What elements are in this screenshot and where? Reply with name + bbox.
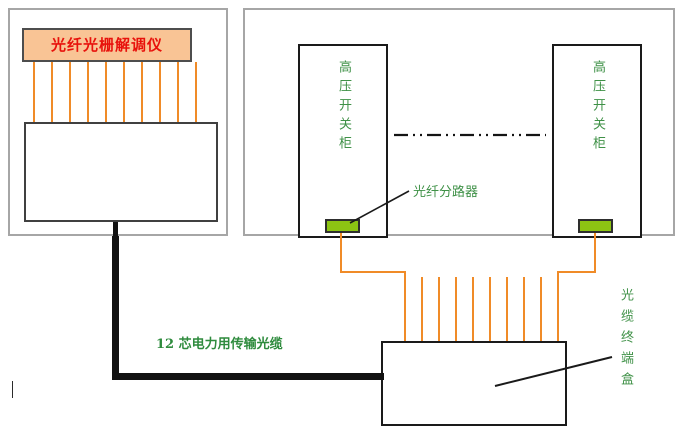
splitter-left-entry <box>404 271 406 343</box>
fiber-strand <box>141 62 143 122</box>
splitter-right-run <box>557 271 596 273</box>
high-voltage-cabinet-left[interactable]: 高压开关柜 <box>298 44 388 238</box>
terminal-fiber-strand <box>506 277 508 343</box>
fiber-strand <box>177 62 179 122</box>
fiber-strand <box>123 62 125 122</box>
text-caret-artifact <box>12 381 13 398</box>
terminal-fiber-strand <box>421 277 423 343</box>
fiber-strand <box>33 62 35 122</box>
splitter-left-drop <box>340 233 342 273</box>
fiber-grating-interrogator[interactable]: 光纤光栅解调仪 <box>22 28 192 62</box>
fiber-strand <box>159 62 161 122</box>
splitter-right-drop <box>594 233 596 273</box>
fiber-distribution-box[interactable] <box>24 122 218 222</box>
fiber-strand <box>195 62 197 122</box>
splitter-right-entry <box>557 271 559 343</box>
optical-cable-terminal-box-label: 光缆终端盒 <box>618 288 633 393</box>
terminal-fiber-strand <box>472 277 474 343</box>
fiber-strand <box>51 62 53 122</box>
fiber-strand <box>105 62 107 122</box>
terminal-fiber-strand <box>523 277 525 343</box>
fiber-strand <box>87 62 89 122</box>
cable-stub <box>113 222 118 240</box>
terminal-fiber-strand <box>438 277 440 343</box>
trunk-cable-vertical <box>112 236 119 380</box>
interrogator-label: 光纤光栅解调仪 <box>50 35 163 54</box>
splitter-left-run <box>340 271 406 273</box>
high-voltage-cabinet-right-label: 高压开关柜 <box>590 60 605 155</box>
terminal-fiber-strand <box>489 277 491 343</box>
fiber-splitter-right[interactable] <box>578 219 613 233</box>
trunk-cable-label: 12 芯电力用传输光缆 <box>156 337 283 352</box>
fiber-strand <box>69 62 71 122</box>
high-voltage-cabinet-left-label: 高压开关柜 <box>336 60 351 155</box>
trunk-cable-horizontal <box>112 373 384 380</box>
high-voltage-cabinet-right[interactable]: 高压开关柜 <box>552 44 642 238</box>
fiber-splitter-label: 光纤分路器 <box>413 185 479 200</box>
terminal-fiber-strand <box>455 277 457 343</box>
fiber-splitter-left[interactable] <box>325 219 360 233</box>
optical-cable-terminal-box[interactable] <box>381 341 567 426</box>
terminal-fiber-strand <box>540 277 542 343</box>
